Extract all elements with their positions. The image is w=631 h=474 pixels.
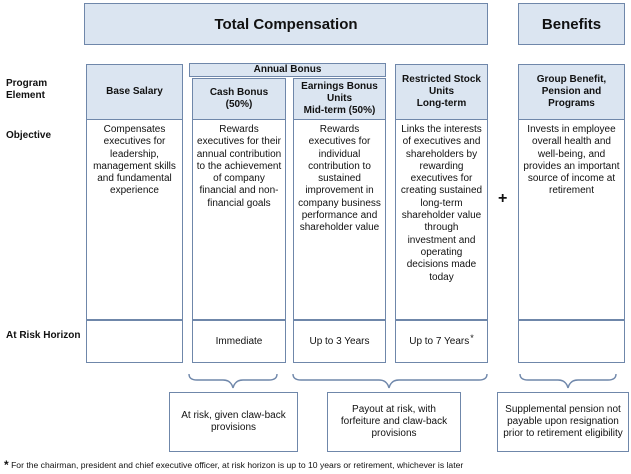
benefits-title: Benefits <box>541 15 602 33</box>
objective-restricted-stock-units: Links the interests of executives and sh… <box>395 120 488 320</box>
horizon-group-benefit <box>518 320 625 363</box>
plus-sign: + <box>498 190 508 207</box>
horizon-text: Up to 3 Years <box>309 336 370 347</box>
note-rsu-ebu-forfeiture: Payout at risk, with forfeiture and claw… <box>327 392 461 452</box>
objective-text: Compensates executives for leadership, m… <box>93 124 176 197</box>
element-header-restricted-stock-units: Restricted Stock Units Long-term <box>395 64 488 120</box>
horizon-cash-bonus: Immediate <box>192 320 286 363</box>
objective-text: Rewards executives for their annual cont… <box>196 124 282 209</box>
element-label: Earnings Bonus Units Mid-term (50%) <box>301 81 378 116</box>
footnote: * For the chairman, president and chief … <box>4 458 463 472</box>
note-text: Payout at risk, with forfeiture and claw… <box>340 403 448 440</box>
total-compensation-title: Total Compensation <box>214 15 358 33</box>
brace-cash-bonus-path <box>188 373 278 389</box>
annual-bonus-label: Annual Bonus <box>253 64 322 75</box>
brace-pension-path <box>519 373 617 389</box>
horizon-text: Up to 7 Years <box>409 336 470 347</box>
horizon-base-salary <box>86 320 183 363</box>
horizon-asterisk: * <box>470 332 474 343</box>
note-bonus-clawback: At risk, given claw-back provisions <box>169 392 298 452</box>
element-label: Group Benefit, Pension and Programs <box>536 74 607 109</box>
horizon-text: Immediate <box>215 336 263 347</box>
element-label: Restricted Stock Units Long-term <box>402 74 481 109</box>
note-text: At risk, given claw-back provisions <box>181 409 286 433</box>
element-header-base-salary: Base Salary <box>86 64 183 120</box>
element-label: Cash Bonus (50%) <box>209 87 269 110</box>
row-label-program-element: Program Element <box>6 78 48 101</box>
objective-text: Invests in employee overall health and w… <box>523 124 620 197</box>
objective-base-salary: Compensates executives for leadership, m… <box>86 120 183 320</box>
footnote-marker: * <box>4 458 9 472</box>
element-header-earnings-bonus-units: Earnings Bonus Units Mid-term (50%) <box>293 78 386 120</box>
objective-text: Links the interests of executives and sh… <box>400 124 483 283</box>
total-compensation-header: Total Compensation <box>84 3 488 45</box>
element-header-cash-bonus: Cash Bonus (50%) <box>192 78 286 120</box>
objective-earnings-bonus-units: Rewards executives for individual contri… <box>293 120 386 320</box>
row-label-objective: Objective <box>6 130 52 141</box>
footnote-text: For the chairman, president and chief ex… <box>11 460 464 470</box>
element-label: Base Salary <box>106 86 163 97</box>
objective-text: Rewards executives for individual contri… <box>298 124 381 234</box>
objective-group-benefit: Invests in employee overall health and w… <box>518 120 625 320</box>
horizon-restricted-stock-units: Up to 7 Years * <box>395 320 488 363</box>
brace-ebu-rsu-path <box>292 373 488 389</box>
annual-bonus-header: Annual Bonus <box>189 63 386 77</box>
row-label-at-risk-horizon: At Risk Horizon <box>6 330 81 341</box>
benefits-header: Benefits <box>518 3 625 45</box>
element-header-group-benefit: Group Benefit, Pension and Programs <box>518 64 625 120</box>
note-text: Supplemental pension not payable upon re… <box>503 403 623 440</box>
objective-cash-bonus: Rewards executives for their annual cont… <box>192 120 286 320</box>
note-supplemental-pension: Supplemental pension not payable upon re… <box>497 392 629 452</box>
horizon-earnings-bonus-units: Up to 3 Years <box>293 320 386 363</box>
